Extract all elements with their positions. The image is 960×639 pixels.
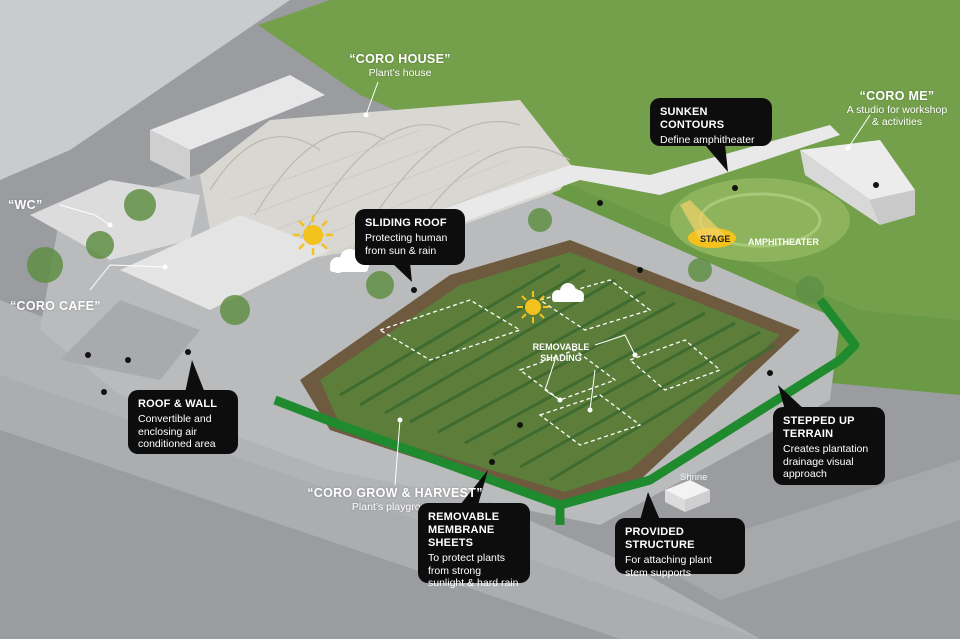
coro-me-front xyxy=(870,190,915,225)
shrine-side xyxy=(665,490,685,512)
shading-outlines xyxy=(378,279,722,446)
pointer-dots xyxy=(107,112,851,423)
roof-wall-desc: Convertible and enclosing air conditione… xyxy=(138,413,216,450)
coro-house-roof xyxy=(200,100,575,260)
shrine-label: Shrine xyxy=(680,472,708,483)
coro-me-side xyxy=(800,150,880,225)
membrane-title: REMOVABLE MEMBRANE SHEETS xyxy=(428,511,500,549)
callout-roof-wall: ROOF & WALL Convertible and enclosing ai… xyxy=(128,390,238,454)
coro-me-label: “CORO ME” A studio for workshop & activi… xyxy=(842,89,952,128)
shrine-roof xyxy=(665,480,710,500)
callout-membrane-sheets: REMOVABLE MEMBRANE SHEETS To protect pla… xyxy=(418,503,530,589)
wc-roof xyxy=(30,180,200,260)
sunken-contours-title: SUNKEN CONTOURS xyxy=(660,106,725,131)
coro-grow-title: “CORO GROW & HARVEST” xyxy=(307,486,483,500)
membrane-desc: To protect plants from strong sunlight &… xyxy=(428,552,519,589)
sun-icon xyxy=(293,215,333,255)
roof-wall-title: ROOF & WALL xyxy=(138,398,218,410)
people-figures xyxy=(85,182,879,465)
cafe-plaza xyxy=(60,300,200,380)
callout-sliding-roof: SLIDING ROOF Protecting human from sun &… xyxy=(355,209,465,265)
coro-house-label: “CORO HOUSE” Plant’s house xyxy=(330,52,470,79)
cloud-icon xyxy=(552,283,584,302)
left-building-roof xyxy=(150,75,325,150)
coro-cafe-label: “CORO CAFE” xyxy=(10,299,120,313)
sun-icon xyxy=(517,291,549,323)
crop-row-lines xyxy=(339,263,776,482)
coro-grow-label: “CORO GROW & HARVEST” Plant’s playground xyxy=(305,486,485,513)
upper-plaza xyxy=(0,0,290,180)
stepped-terrain-title: STEPPED UP TERRAIN xyxy=(783,415,855,440)
left-building-wall xyxy=(150,130,190,180)
structure-title: PROVIDED STRUCTURE xyxy=(625,526,695,551)
white-walkway xyxy=(440,125,840,225)
cafe-roof xyxy=(120,215,330,310)
stepped-terrain-desc: Creates plantation drainage visual appro… xyxy=(783,443,869,480)
coro-house-title: “CORO HOUSE” xyxy=(349,52,451,66)
trees xyxy=(27,189,824,325)
sunken-contours-desc: Define amphitheater xyxy=(660,134,755,146)
coro-house-desc: Plant’s house xyxy=(368,67,432,79)
pointer-lines xyxy=(59,81,871,486)
callout-sunken-contours: SUNKEN CONTOURS Define amphitheater xyxy=(650,98,772,146)
stage-label: STAGE xyxy=(700,234,731,244)
green-hedge xyxy=(273,297,860,510)
amphitheater-label: AMPHITHEATER xyxy=(748,237,819,247)
callout-provided-structure: PROVIDED STRUCTURE For attaching plant s… xyxy=(615,518,745,579)
structure-desc: For attaching plant stem supports xyxy=(625,554,712,579)
coro-me-roof xyxy=(800,140,915,200)
removable-shading-label: REMOVABLE SHADING xyxy=(532,342,590,363)
callout-tails xyxy=(185,145,805,520)
coro-cafe-title: “CORO CAFE” xyxy=(10,299,101,313)
sliding-roof-desc: Protecting human from sun & rain xyxy=(365,232,448,257)
coro-me-desc: A studio for workshop & activities xyxy=(846,104,948,128)
wc-title: “WC” xyxy=(8,198,43,212)
callout-stepped-terrain: STEPPED UP TERRAIN Creates plantation dr… xyxy=(773,407,885,485)
stage-light xyxy=(680,200,725,240)
wc-label: “WC” xyxy=(8,198,68,212)
sliding-roof-title: SLIDING ROOF xyxy=(365,217,447,229)
coro-grow-desc: Plant’s playground xyxy=(351,501,439,513)
shrine-front xyxy=(685,490,710,512)
coro-me-title: “CORO ME” xyxy=(859,89,935,103)
